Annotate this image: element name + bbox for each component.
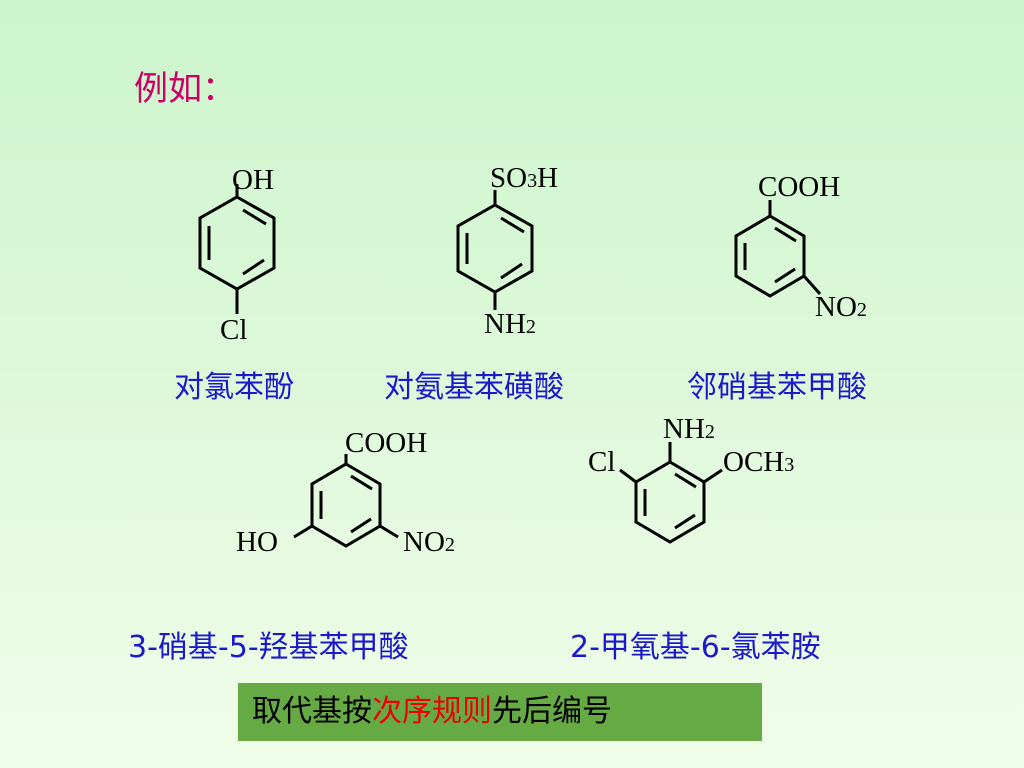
- substituent-nh2: NH2: [663, 413, 715, 445]
- substituent-bond: [619, 468, 637, 484]
- double-bond: [242, 208, 267, 226]
- benzene-ring: [198, 195, 276, 291]
- note-text-before: 取代基按: [252, 694, 372, 729]
- name-p-chlorophenol: 对氯苯酚: [174, 370, 294, 405]
- substituent-cl: Cl: [220, 314, 247, 346]
- substituent-cooh: COOH: [345, 427, 427, 459]
- substituent-oh: OH: [232, 164, 274, 196]
- double-bond: [774, 267, 796, 284]
- name-sulfanilic-acid: 对氨基苯磺酸: [384, 370, 564, 405]
- double-bond: [674, 472, 697, 489]
- double-bond: [500, 262, 523, 280]
- substituent-och3: OCH3: [723, 446, 794, 478]
- name-methoxychloroaniline: 2-甲氧基-6-氯苯胺: [570, 630, 821, 665]
- example-heading: 例如：: [134, 69, 236, 109]
- substituent-bond: [802, 275, 822, 295]
- benzene-ring: [310, 462, 382, 548]
- substituent-ho: HO: [236, 526, 278, 558]
- double-bond: [500, 216, 525, 234]
- note-text-after: 先后编号: [492, 694, 612, 729]
- substituent-no2: NO2: [815, 291, 867, 323]
- molecule-sulfanilic-acid: [456, 190, 534, 310]
- numbering-rule-note: 取代基按次序规则先后编号: [238, 683, 762, 741]
- substituent-cooh: COOH: [758, 171, 840, 203]
- molecule-hydroxynitrobenzoic-acid: [293, 454, 399, 548]
- substituent-bond: [703, 468, 723, 484]
- name-nitrobenzoic-acid: 邻硝基苯甲酸: [687, 370, 867, 405]
- molecule-methoxychloroaniline: [619, 442, 723, 544]
- molecule-p-chlorophenol: [198, 184, 276, 314]
- molecule-nitrobenzoic-acid: [734, 200, 822, 298]
- benzene-ring: [734, 214, 806, 298]
- benzene-ring: [456, 203, 534, 294]
- substituent-so3h: SO3H: [490, 162, 558, 194]
- double-bond: [674, 513, 696, 530]
- double-bond: [242, 258, 265, 276]
- substituent-bond: [379, 524, 399, 539]
- note-highlight: 次序规则: [372, 694, 492, 729]
- substituent-bond: [293, 524, 313, 539]
- double-bond: [350, 474, 373, 491]
- substituent-nh2: NH2: [484, 308, 536, 340]
- substituent-cl: Cl: [588, 446, 615, 478]
- double-bond: [350, 517, 372, 534]
- double-bond: [774, 226, 797, 243]
- name-hydroxynitrobenzoic-acid: 3-硝基-5-羟基苯甲酸: [128, 630, 409, 665]
- substituent-no2: NO2: [403, 526, 455, 558]
